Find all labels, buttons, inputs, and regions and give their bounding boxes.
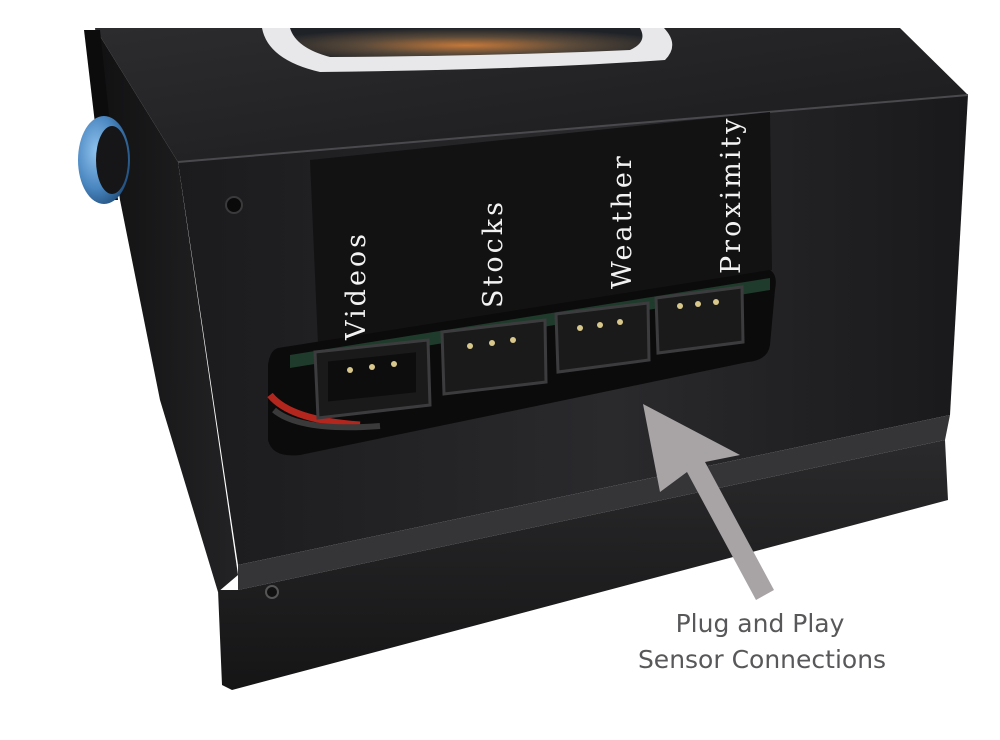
led-hole-icon	[225, 196, 243, 214]
label-strip	[310, 112, 772, 345]
enclosure-base	[218, 415, 950, 690]
caption-line-2: Sensor Connections	[637, 645, 887, 674]
connector-videos	[313, 338, 432, 420]
wire-red	[267, 392, 361, 429]
screen-display	[290, 28, 643, 57]
label-weather: Weather	[607, 153, 638, 289]
blue-knob	[78, 116, 130, 204]
enclosure-top	[95, 28, 968, 162]
wire-dark	[272, 407, 381, 431]
label-videos: Videos	[341, 230, 372, 340]
label-stocks: Stocks	[478, 199, 509, 308]
connector-stocks	[440, 318, 548, 396]
caption-line-1: Plug and Play	[675, 609, 845, 638]
arrow-up-left-icon	[643, 404, 774, 600]
connector-weather	[554, 301, 651, 374]
screw-icon	[265, 585, 279, 599]
label-proximity: Proximity	[716, 115, 747, 274]
connector-window	[267, 270, 776, 456]
connector-proximity	[654, 285, 745, 355]
